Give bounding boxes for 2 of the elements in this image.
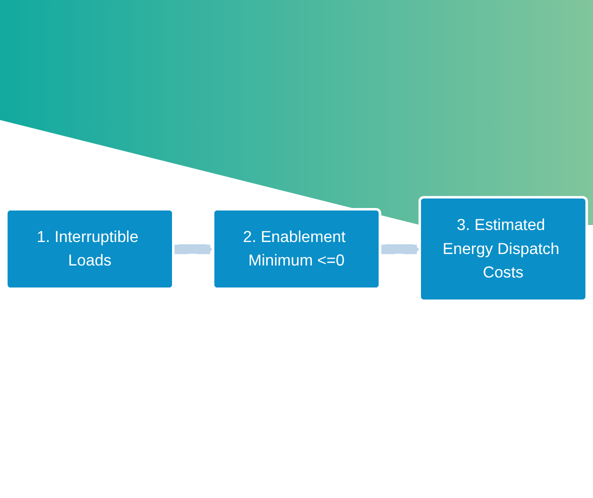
arrow [174, 244, 214, 254]
arrow [380, 244, 420, 254]
